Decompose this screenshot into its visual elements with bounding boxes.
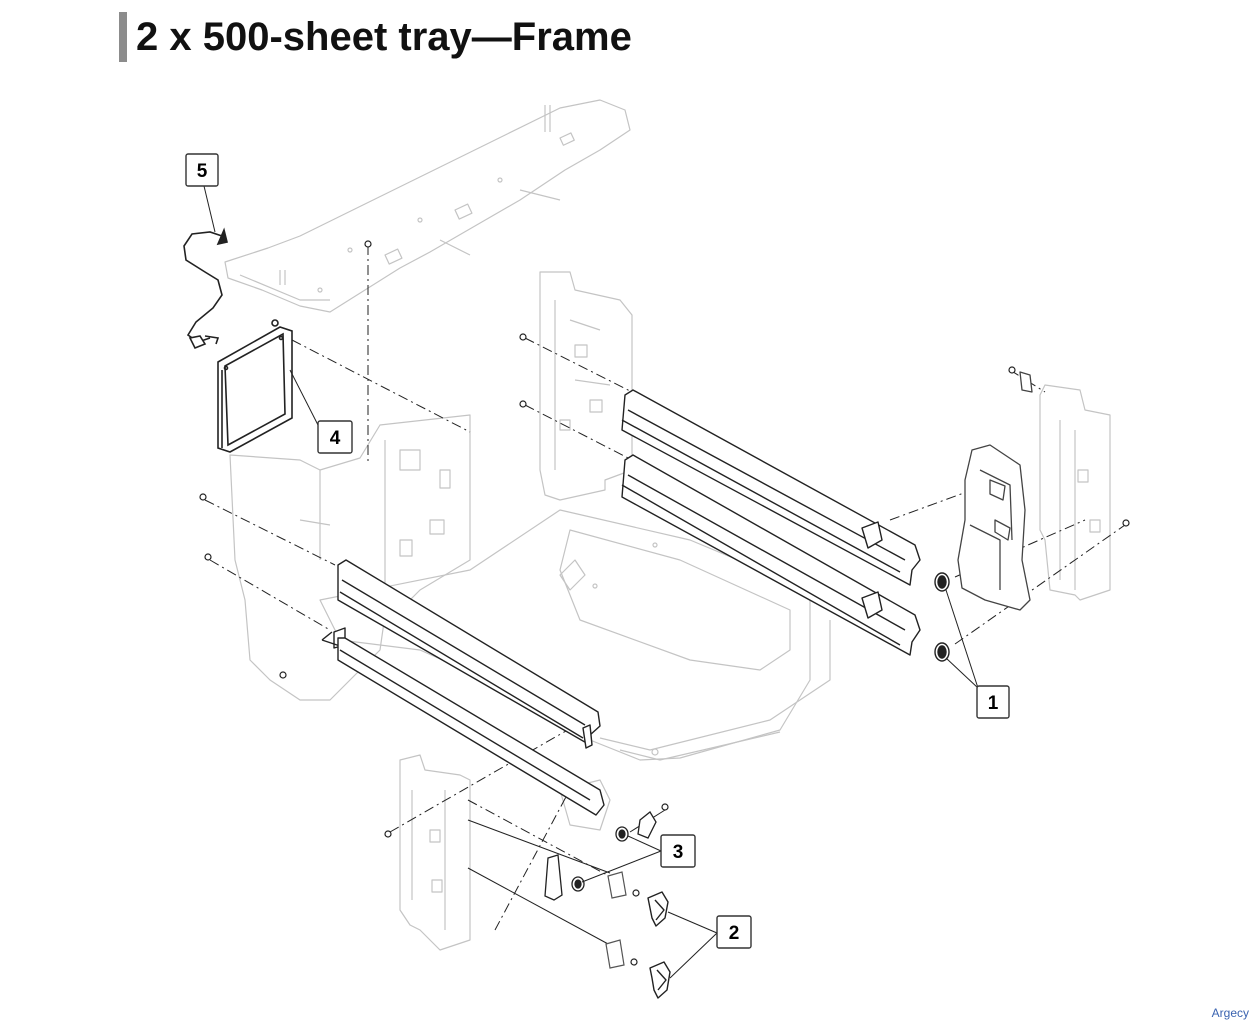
watermark-text: Argecy (1211, 1006, 1249, 1020)
right-side-plate (1039, 384, 1111, 601)
callout-5: 5 (185, 153, 219, 187)
svg-text:1: 1 (988, 693, 999, 714)
right-bracket (957, 371, 1033, 611)
small-roller-parts (544, 811, 657, 901)
svg-text:3: 3 (673, 842, 684, 863)
front-lower-plate (399, 754, 471, 951)
callout-1: 1 (976, 685, 1010, 719)
left-rail (321, 559, 605, 816)
page-title: 2 x 500-sheet tray—Frame (136, 15, 632, 59)
latch-parts (647, 891, 671, 999)
callout-4: 4 (317, 420, 353, 454)
callout-2: 2 (716, 915, 752, 949)
right-rails (621, 389, 921, 656)
callout-3: 3 (660, 834, 696, 868)
back-left-plate (539, 271, 633, 501)
clip-brackets (605, 871, 627, 969)
page-header: 2 x 500-sheet tray—Frame (119, 12, 632, 62)
title-accent-bar (119, 12, 127, 62)
control-board-part (217, 319, 293, 453)
svg-text:2: 2 (729, 923, 740, 944)
svg-text:4: 4 (330, 428, 341, 449)
ghost-frame (224, 99, 1111, 951)
screws (199, 240, 1130, 966)
svg-text:5: 5 (197, 161, 208, 182)
top-plate (224, 99, 631, 313)
cable-part (183, 227, 228, 350)
callout-leaders (203, 185, 979, 979)
roller-parts (934, 572, 950, 662)
